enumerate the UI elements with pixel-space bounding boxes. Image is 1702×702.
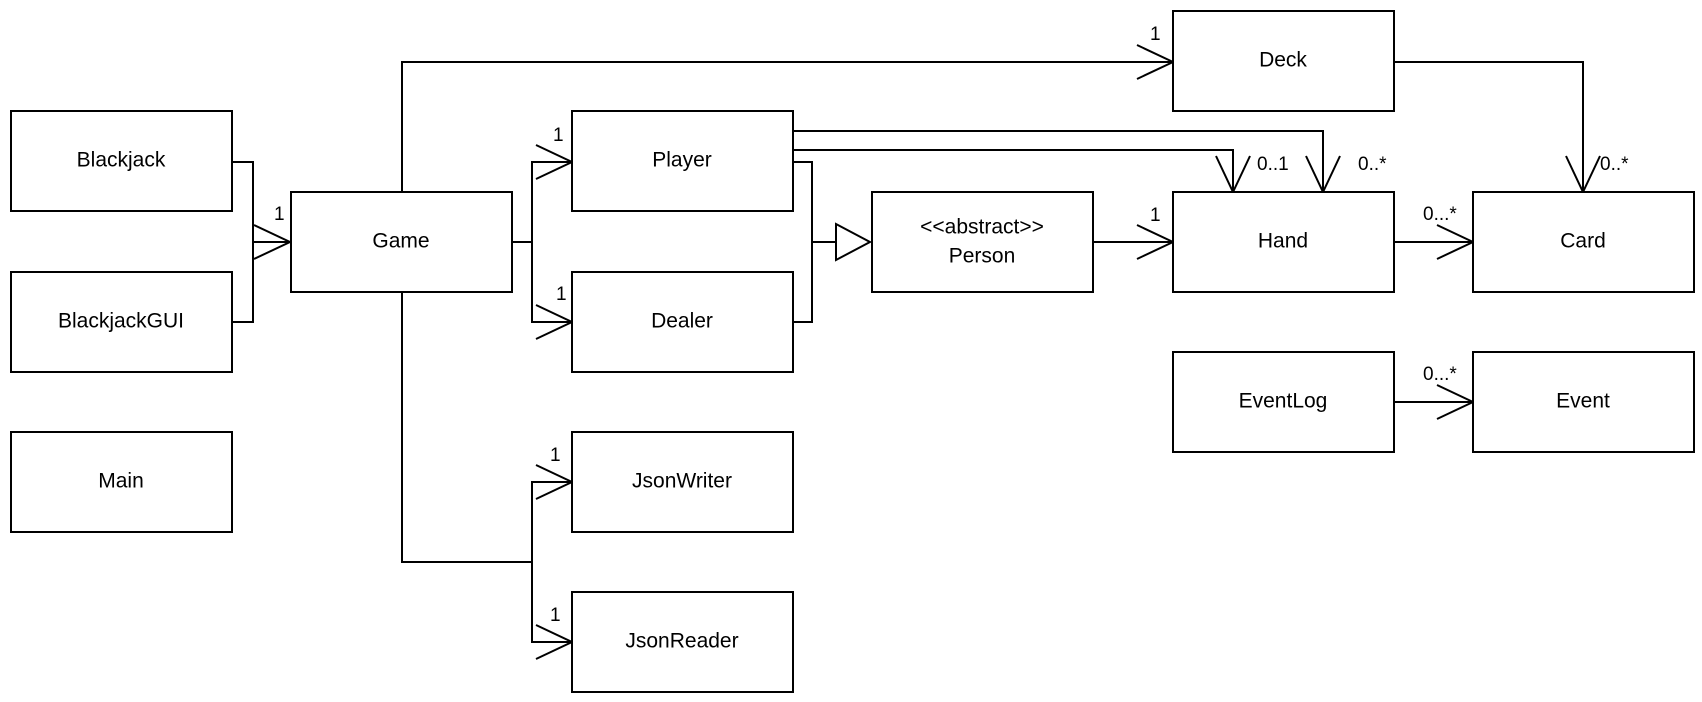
class-event-log: EventLog: [1172, 351, 1395, 453]
multiplicity-player-hand-many: 0..*: [1358, 154, 1387, 175]
game-to-json-connector: [401, 292, 572, 643]
class-deck: Deck: [1172, 10, 1395, 112]
multiplicity-hand-card: 0...*: [1423, 204, 1457, 225]
class-game-label: Game: [372, 230, 429, 253]
class-dealer-label: Dealer: [651, 310, 713, 333]
class-dealer: Dealer: [571, 271, 794, 373]
player-to-hand-one-connector: [792, 149, 1234, 192]
class-game: Game: [290, 191, 513, 293]
class-hand-label: Hand: [1258, 230, 1308, 253]
class-hand: Hand: [1172, 191, 1395, 293]
class-deck-label: Deck: [1259, 49, 1307, 72]
blackjackgui-to-game-connector: [232, 242, 254, 323]
class-json-writer-label: JsonWriter: [632, 470, 732, 493]
player-to-hand-many-connector: [792, 130, 1324, 192]
class-event: Event: [1472, 351, 1695, 453]
multiplicity-game-dealer: 1: [556, 284, 567, 305]
deck-to-card-connector: [1395, 61, 1584, 192]
player-to-person-generalization: [792, 161, 836, 323]
class-event-log-label: EventLog: [1239, 390, 1328, 413]
class-blackjack-label: Blackjack: [77, 149, 166, 172]
class-main-label: Main: [98, 470, 144, 493]
multiplicity-game-json-writer: 1: [550, 445, 561, 466]
multiplicity-game-deck: 1: [1150, 24, 1161, 45]
class-json-writer: JsonWriter: [571, 431, 794, 533]
multiplicity-person-hand: 1: [1150, 205, 1161, 226]
multiplicity-game-player: 1: [553, 125, 564, 146]
class-json-reader-label: JsonReader: [625, 630, 738, 653]
class-card: Card: [1472, 191, 1695, 293]
class-player-label: Player: [652, 149, 712, 172]
class-json-reader: JsonReader: [571, 591, 794, 693]
multiplicity-game-json-reader: 1: [550, 605, 561, 626]
game-to-deck-connector: [401, 61, 1173, 192]
class-person-stereotype: <<abstract>>: [920, 216, 1044, 239]
blackjack-to-game-connector: [232, 161, 290, 243]
class-main: Main: [10, 431, 233, 533]
multiplicity-deck-card: 0..*: [1600, 154, 1629, 175]
class-person: <<abstract>> Person: [871, 191, 1094, 293]
class-blackjack: Blackjack: [10, 110, 233, 212]
multiplicity-blackjack-game: 1: [274, 204, 285, 225]
multiplicity-player-hand-one: 0..1: [1257, 154, 1289, 175]
generalization-triangle: [835, 222, 873, 262]
class-person-label: Person: [949, 245, 1016, 268]
multiplicity-eventlog-event: 0...*: [1423, 364, 1457, 385]
class-blackjack-gui-label: BlackjackGUI: [58, 310, 184, 333]
class-event-label: Event: [1556, 390, 1610, 413]
class-player: Player: [571, 110, 794, 212]
game-to-player-dealer-connector: [512, 161, 572, 323]
class-blackjack-gui: BlackjackGUI: [10, 271, 233, 373]
class-card-label: Card: [1560, 230, 1606, 253]
